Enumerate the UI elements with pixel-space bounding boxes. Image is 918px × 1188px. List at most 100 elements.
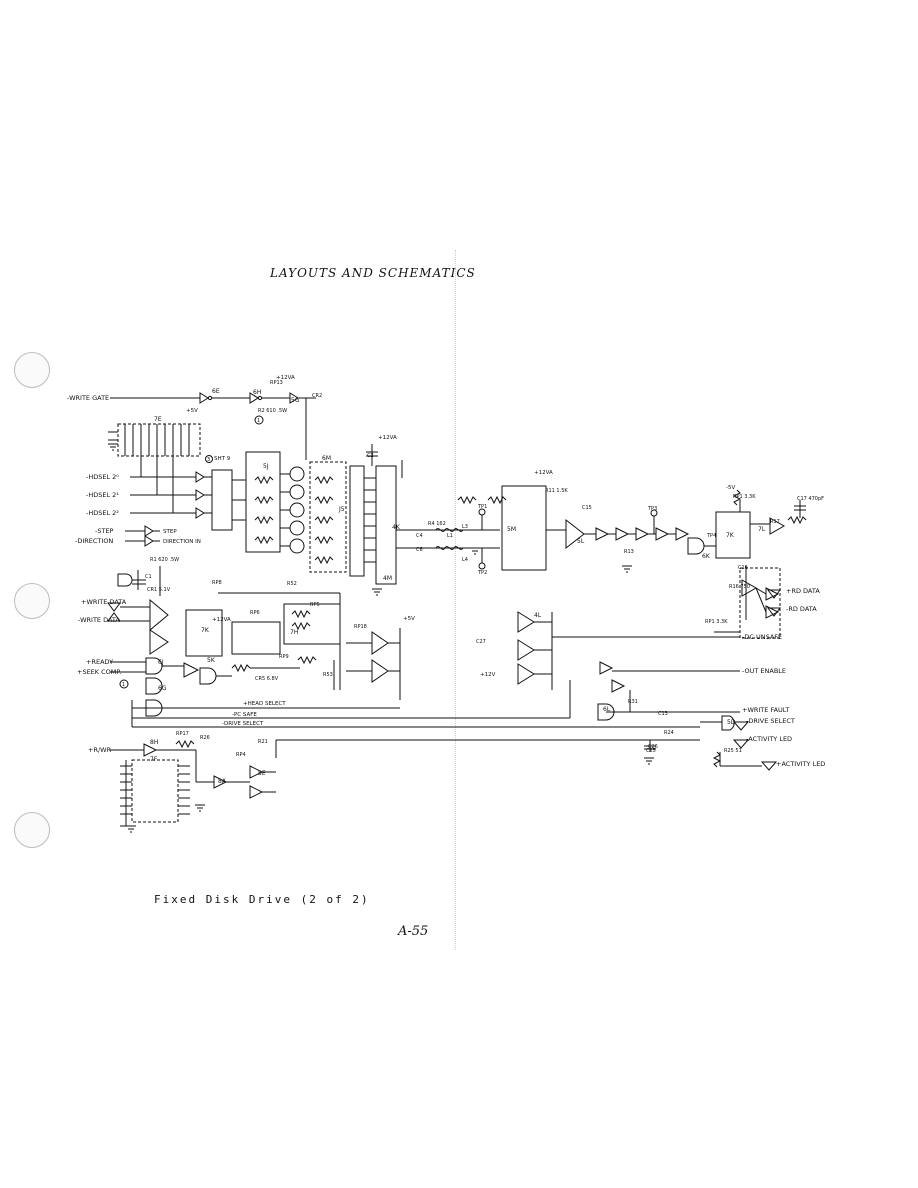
comp-cr5: CR5 6.8V [255,676,279,682]
binder-hole-top [14,352,50,388]
signal-plus-write-data: +WRITE DATA [81,598,127,606]
marker-circle-3-label: 3 [207,457,210,463]
signal-plus-activity-led: +ACTIVITY LED [776,760,825,768]
net-12va-cr2: +12VA [276,375,295,381]
comp-c17: C17 470pF [797,496,824,502]
signal-hdsel-1: -HDSEL 2¹ [86,491,119,499]
chip-5e: 5E [258,770,266,777]
ground-symbols [108,443,654,833]
signal-drive-select: -DRIVE SELECT [746,717,795,725]
comp-c25: C25 [646,748,656,754]
wiring-right [426,485,807,771]
signal-minus-activity-led: -ACTIVITY LED [746,735,792,743]
comp-c27: C27 [476,639,486,645]
marker-circle-1-left-label: 1 [122,682,125,688]
comp-tp1: TP1 [477,504,487,510]
chip-5m: 5M [507,526,516,533]
comp-r52: R52 [287,581,297,587]
signal-hdsel-0: -HDSEL 2⁰ [86,473,119,481]
comp-r1: R1 620 .5W [150,557,179,563]
net-5v-rp1: +5V [403,616,415,622]
marker-circle-3 [205,455,213,463]
chip-6h-top: 6H [253,389,261,396]
comp-rp18: RP18 [354,624,367,630]
net-minus5v-rp1: -5V [726,485,735,491]
comp-r53: R53 [323,672,333,678]
comp-rp4: RP4 [236,752,246,758]
comp-c1: C1 [145,574,152,580]
comp-r31: R31 [628,699,638,705]
comp-c6: C6 [416,547,423,553]
comp-r26: R26 [200,735,210,741]
net-12va-mid: +12VA [534,470,553,476]
chip-7l: 7L [758,526,766,533]
comp-l3: L3 [462,524,468,530]
comp-l4: L4 [462,557,468,563]
signal-out-enable: -OUT ENABLE [742,667,786,675]
signal-minus-write-data: -WRITE DATA [78,616,120,624]
net-step: STEP [163,529,177,535]
net-direction-in: DIRECTION IN [163,539,201,545]
comp-rp6: RP6 [250,610,260,616]
binder-hole-bottom [14,812,50,848]
comp-c15: C15 [582,505,592,511]
chip-5g-top: 5G [291,397,300,404]
comp-r4: R4 162 [428,521,446,527]
net-pc-safe: -PC SAFE [232,712,257,718]
comp-rp5: RP5 [310,602,320,608]
page-number: A-55 [398,924,429,939]
comp-cr2: CR2 [312,393,322,399]
chip-j5: J5 [338,506,345,513]
comp-r21: R21 [258,739,268,745]
signal-dc-unsafe: -DC UNSAFE [742,633,782,641]
comp-rp13: RP13 [270,380,283,386]
comp-rp8: RP8 [212,580,222,586]
comp-r2: R2 610 .5W [258,408,287,414]
binder-hole-middle [14,583,50,619]
chip-6l: 6L [603,706,611,713]
chip-7k-left: 7K [201,627,210,634]
page-gutter-line [455,250,456,950]
comp-r16: R16 750 [729,584,750,590]
chip-7e: 7E [154,416,162,423]
net-sht9: SHT 9 [214,456,231,462]
comp-c13: C13 [658,711,668,717]
signal-minus-rd-data: -RD DATA [786,605,817,613]
comp-rp1-bot: RP1 3.3K [705,619,728,625]
signal-r-wr: +R/WR [88,746,112,754]
chip-4l: 4L [534,612,542,619]
chip-5j: 5J [263,463,269,470]
signal-direction: -DIRECTION [75,537,113,545]
wiring-left-lower [107,566,700,827]
comp-tp4: TP4 [706,533,716,539]
comp-r13: R13 [624,549,634,555]
comp-tp3: TP3 [647,506,657,512]
comp-c26: C26 [648,744,658,750]
net-5v-7e: +5V [186,408,198,414]
chip-5k: 5K [207,657,216,664]
net-head-select: +HEAD SELECT [243,701,286,707]
comp-cr1: CR1 5.1V [147,587,171,593]
comp-rp9: RP9 [279,654,289,660]
signal-write-gate: -WRITE GATE [67,394,109,402]
comp-l1: L1 [447,533,453,539]
wiring-left [108,392,426,585]
chip-5d: 5D [727,719,736,726]
comp-r24: R24 [664,730,674,736]
chip-5l: 5L [577,538,585,545]
chip-4m: 4M [383,575,392,582]
comp-c4: C4 [416,533,423,539]
chip-8h: 8H [150,739,158,746]
net-drive-select-bus: -DRIVE SELECT [222,721,264,727]
signal-step: -STEP [95,527,114,535]
comp-rp1-top: RP1 3.3K [733,494,756,500]
chip-7h: 7H [290,629,298,636]
chip-6m: 6M [322,455,331,462]
chip-8a: 8A [218,778,227,785]
marker-circle-1-left [119,679,129,689]
comp-rp17: RP17 [176,731,189,737]
comp-r11: R11 1.5K [545,488,568,494]
comp-r25: R25 51 [724,748,742,754]
signal-plus-rd-data: +RD DATA [786,587,820,595]
